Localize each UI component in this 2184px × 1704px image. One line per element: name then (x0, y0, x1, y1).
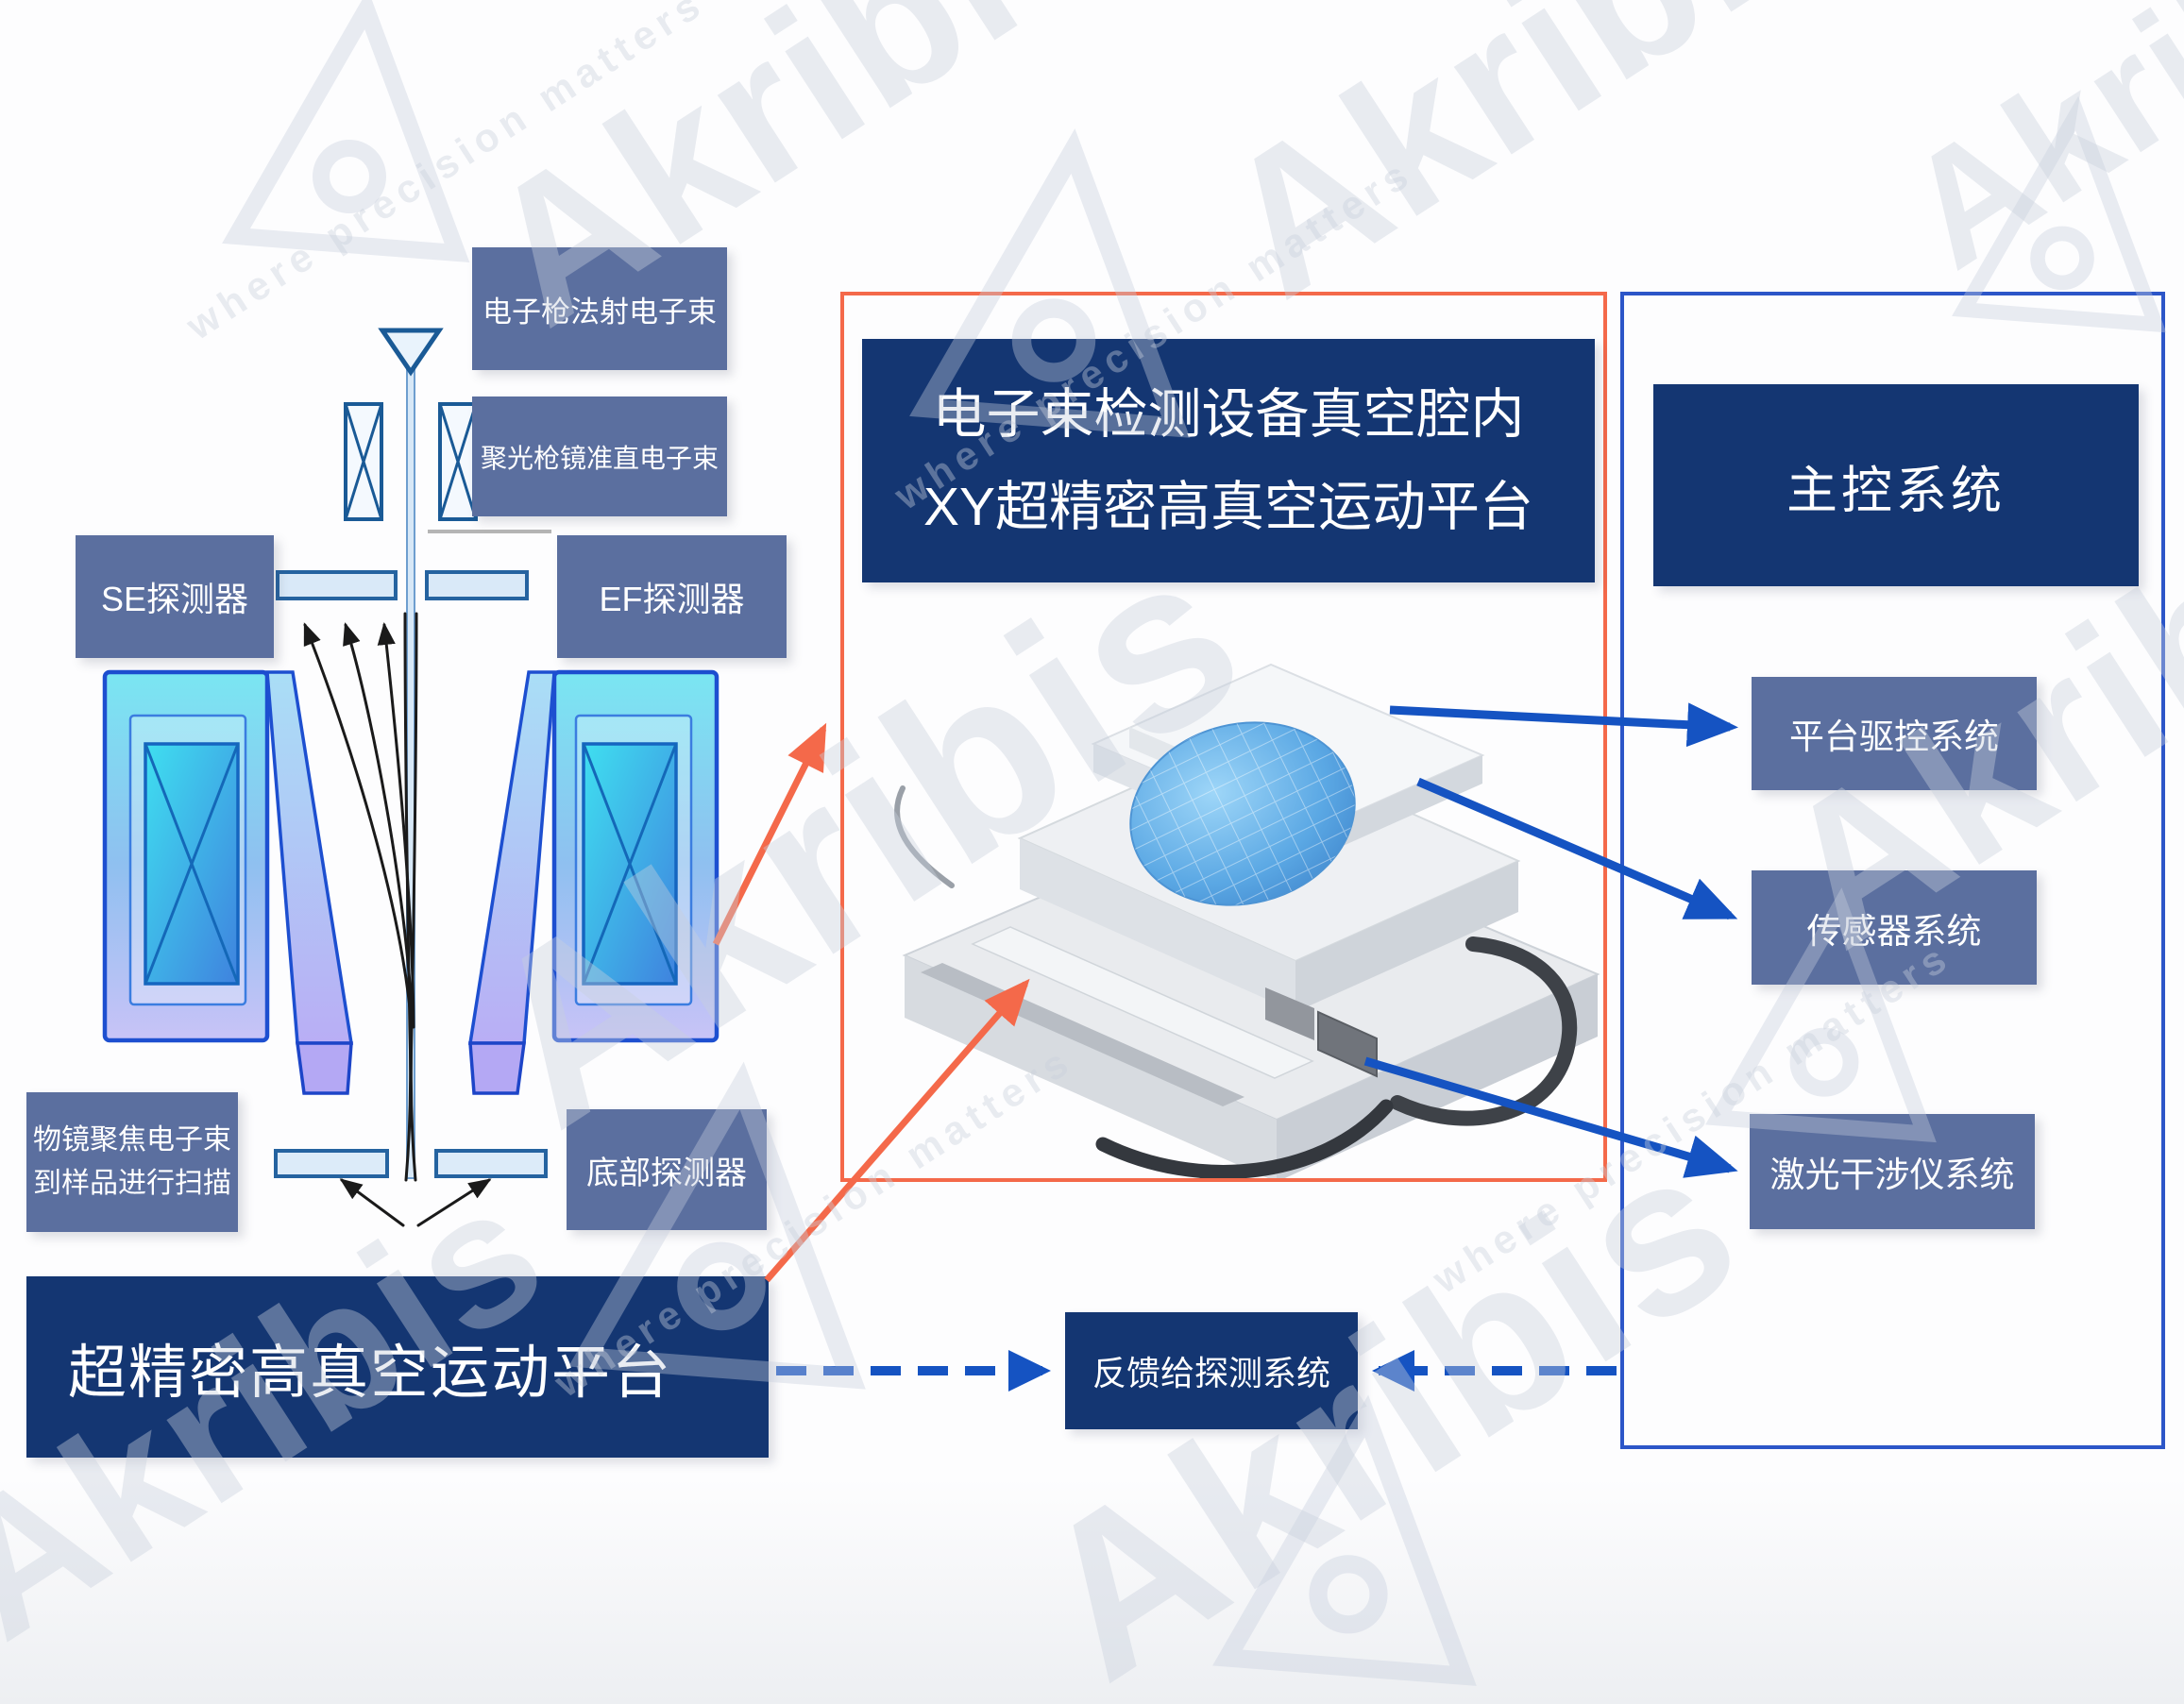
label-objective-line2: 到样品进行扫描 (33, 1168, 231, 1199)
objective-lens-right (467, 669, 720, 1095)
main-control-title-box: 主控系统 (1653, 384, 2139, 586)
chamber-title-line1: 电子束检测设备真空腔内 (932, 383, 1525, 445)
sample-plate-left (274, 1149, 389, 1178)
platform-title-box: 超精密高真空运动平台 (26, 1276, 769, 1458)
label-bottom-detector: 底部探测器 (567, 1109, 767, 1230)
subsystem-sensor: 传感器系统 (1752, 870, 2037, 985)
objective-lens-left (102, 669, 354, 1095)
label-objective-lens: 物镜聚焦电子束 到样品进行扫描 (26, 1092, 238, 1232)
sample-plate-right (434, 1149, 548, 1178)
condenser-coil-right (438, 402, 478, 521)
chamber-title-line2: XY超精密高真空运动平台 (923, 477, 1534, 537)
label-condenser-lens: 聚光枪镜准直电子束 (472, 396, 727, 516)
watermark-text: Akribis (1184, 0, 1887, 339)
label-ef-detector: EF探测器 (557, 535, 787, 658)
electron-gun-icon (378, 328, 444, 377)
aperture-plate-left (276, 570, 398, 600)
orange-arrow-to-chamber (712, 722, 827, 946)
subsystem-drive-control: 平台驱控系统 (1752, 677, 2037, 790)
label-electron-gun: 电子枪法射电子束 (472, 247, 727, 370)
condenser-coil-left (344, 402, 383, 521)
electron-beam-column (406, 367, 415, 1179)
electron-beam-trajectories (303, 612, 492, 1227)
background-wash (0, 1477, 2184, 1704)
watermark-text: Akribis (1875, 0, 2184, 303)
subsystem-laser-interferometer: 激光干涉仪系统 (1750, 1114, 2035, 1229)
label-objective-line1: 物镜聚焦电子束 (33, 1123, 231, 1156)
chamber-title-box: 电子束检测设备真空腔内 XY超精密高真空运动平台 (862, 339, 1595, 582)
aperture-plate-right (425, 570, 529, 600)
feedback-box: 反馈给探测系统 (1065, 1312, 1358, 1429)
vacuum-chamber-container (840, 292, 1607, 1182)
label-se-detector: SE探测器 (76, 535, 274, 658)
